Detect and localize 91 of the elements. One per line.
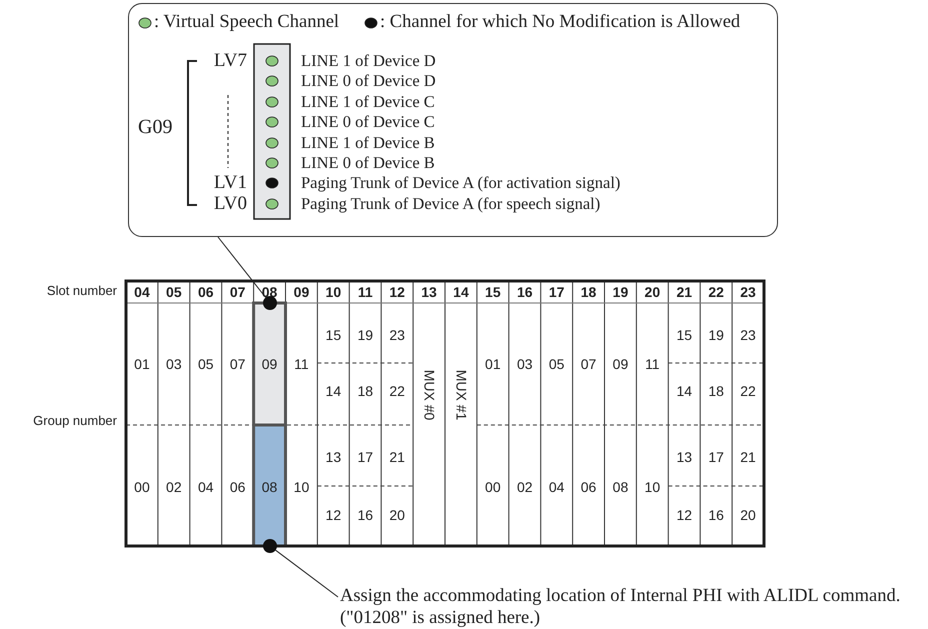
- group-number: 05: [198, 357, 214, 371]
- dot-marker: [263, 539, 277, 553]
- group-number: 12: [326, 508, 342, 522]
- slot-number: 04: [134, 285, 150, 299]
- group-number: 18: [708, 384, 724, 398]
- group-number: 14: [326, 384, 342, 398]
- group-number: 06: [580, 480, 596, 494]
- group-number: 16: [357, 508, 374, 522]
- group-number: 23: [389, 328, 405, 342]
- slot-number: 21: [676, 285, 692, 299]
- slot-number: 05: [166, 285, 182, 299]
- slot-number: 17: [548, 285, 564, 299]
- channel-description: LINE 1 of Device C: [301, 94, 435, 110]
- slot-number: 06: [198, 285, 214, 299]
- group-number: 01: [134, 357, 150, 371]
- group-number: 23: [740, 328, 756, 342]
- group-number: 08: [612, 480, 628, 494]
- group-number: 13: [326, 450, 342, 464]
- channel-level-label: LV7: [214, 51, 247, 70]
- group-number: 07: [580, 357, 596, 371]
- group-number: 10: [294, 480, 310, 494]
- channel-description: Paging Trunk of Device A (for activation signal): [301, 175, 620, 192]
- group-number: 13: [676, 450, 692, 464]
- slot-number: 07: [230, 285, 246, 299]
- channel-description: LINE 1 of Device D: [301, 53, 436, 70]
- slot-number: 19: [612, 285, 628, 299]
- channel-level-label: LV1: [214, 173, 247, 192]
- group-number: 18: [357, 384, 374, 398]
- group-number: 19: [708, 328, 724, 342]
- group-number: 09: [612, 357, 628, 371]
- group-number: 22: [389, 384, 405, 398]
- slot-number: 23: [740, 285, 756, 299]
- channel-description: LINE 0 of Device C: [301, 114, 435, 130]
- group-number: 04: [198, 480, 214, 494]
- group-label: G09: [138, 117, 172, 137]
- group-number: 03: [166, 357, 182, 371]
- group-number: 15: [676, 328, 692, 342]
- group-number: 10: [644, 480, 660, 494]
- group-number: 08: [262, 480, 278, 494]
- group-number: 11: [645, 357, 660, 371]
- group-number: 15: [326, 328, 342, 342]
- channel-description: LINE 0 of Device B: [301, 155, 435, 172]
- slot-number: 16: [516, 285, 533, 299]
- group-number: 00: [485, 480, 501, 494]
- channel-level-label: LV0: [214, 194, 247, 213]
- group-number: 19: [357, 328, 374, 342]
- group-number: 17: [357, 450, 374, 464]
- group-number: 12: [676, 508, 692, 522]
- group-number: 20: [389, 508, 405, 522]
- slot-number: 09: [294, 285, 310, 299]
- leader-line: [275, 550, 338, 598]
- group-number: 06: [230, 480, 246, 494]
- slot-number: 12: [389, 285, 405, 299]
- group-number: 03: [516, 357, 533, 371]
- group-number: 14: [676, 384, 692, 398]
- mux-label: MUX #0: [422, 370, 436, 420]
- group-number: 20: [740, 508, 756, 522]
- group-number: 04: [548, 480, 564, 494]
- legend-text: : Channel for which No Modification is Allowed: [380, 13, 740, 32]
- slot-number: 18: [580, 285, 596, 299]
- group-number: 02: [166, 480, 182, 494]
- group-number: 09: [262, 357, 278, 371]
- dot-marker: [263, 296, 277, 310]
- group-number: 11: [294, 357, 309, 371]
- row-heading: Group number: [33, 414, 117, 427]
- row-heading: Slot number: [46, 284, 117, 297]
- slot-number: 22: [708, 285, 724, 299]
- annotation-text: Assign the accommodating location of Internal PHI with ALIDL command. ("01208" is assigned here.): [340, 585, 928, 629]
- slot-number: 10: [326, 285, 342, 299]
- group-number: 05: [548, 357, 564, 371]
- mux-label: MUX #1: [454, 370, 468, 420]
- group-number: 01: [485, 357, 501, 371]
- slot-number: 20: [644, 285, 660, 299]
- group-number: 07: [230, 357, 246, 371]
- group-number: 00: [134, 480, 150, 494]
- group-number: 21: [740, 450, 756, 464]
- slot-number: 13: [421, 285, 437, 299]
- group-number: 02: [516, 480, 533, 494]
- slot-number: 15: [485, 285, 501, 299]
- slot-number: 11: [358, 285, 373, 299]
- channel-description: Paging Trunk of Device A (for speech signal): [301, 196, 600, 212]
- group-number: 21: [389, 450, 405, 464]
- channel-description: LINE 1 of Device B: [301, 135, 435, 152]
- callout-panel: [128, 3, 778, 237]
- slot-number: 08: [262, 285, 278, 299]
- group-number: 16: [708, 508, 724, 522]
- group-number: 17: [708, 450, 724, 464]
- slot-number: 14: [453, 285, 469, 299]
- channel-description: LINE 0 of Device D: [301, 73, 436, 90]
- group-number: 22: [740, 384, 756, 398]
- legend-text: : Virtual Speech Channel: [154, 13, 340, 32]
